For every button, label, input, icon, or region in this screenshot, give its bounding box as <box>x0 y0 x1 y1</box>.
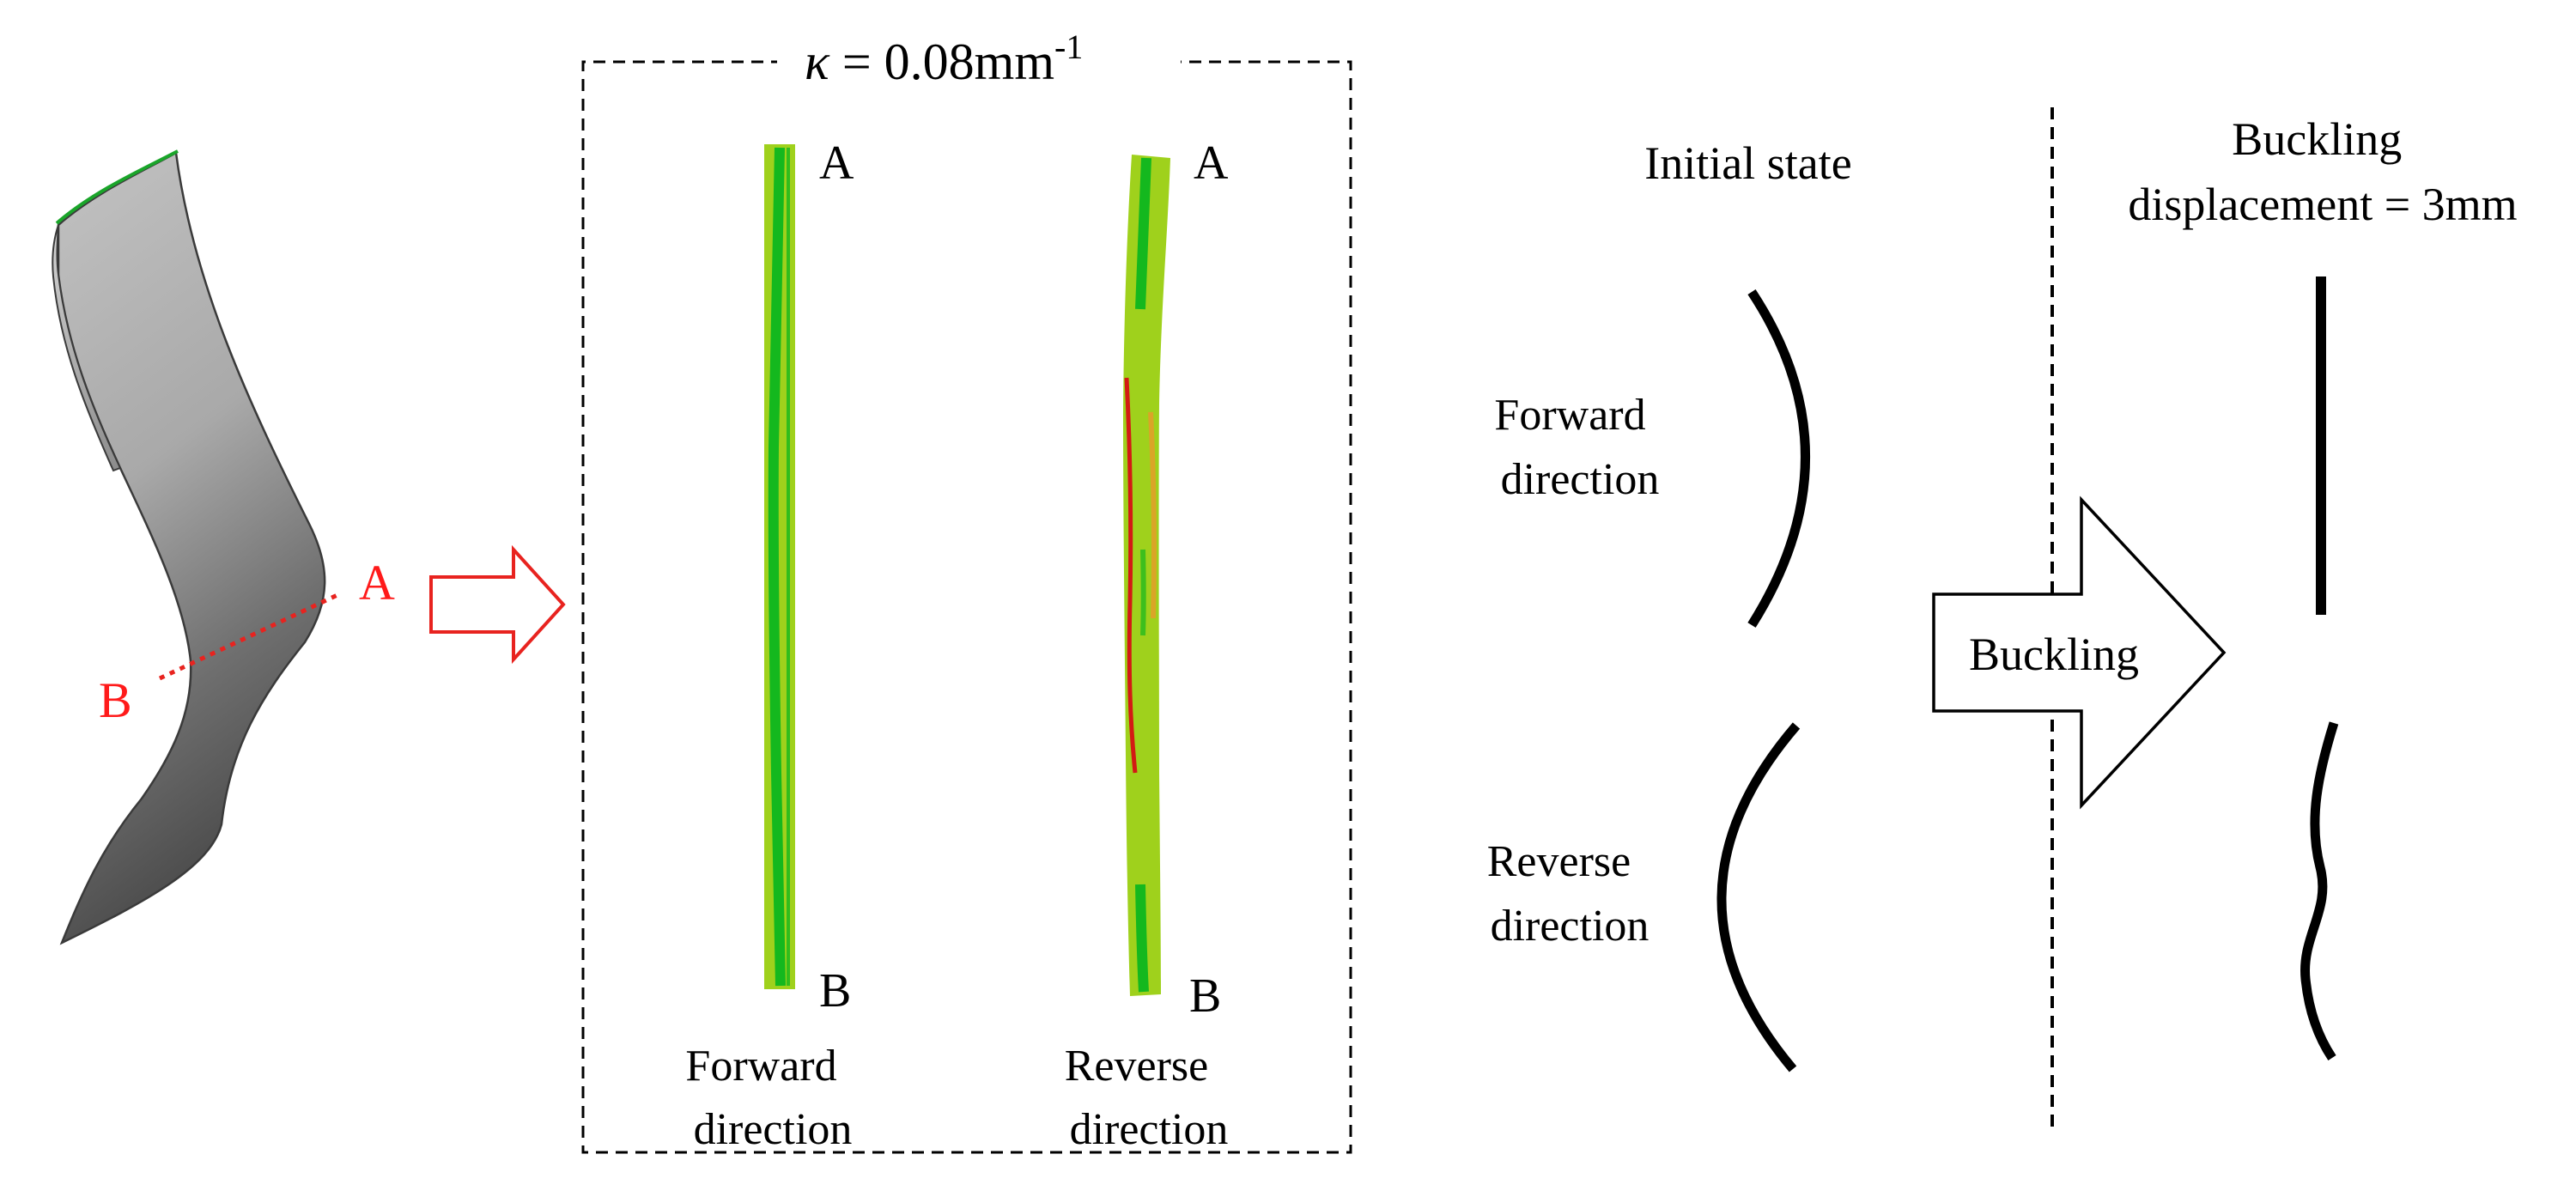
specimen-thickness-edge <box>52 224 122 472</box>
reverse-row-line2: direction <box>1491 902 1649 951</box>
reverse-strip-core-top <box>1135 157 1151 310</box>
specimen-sheet <box>57 151 326 945</box>
forward-strip-core <box>768 147 786 987</box>
forward-caption-line2: direction <box>694 1105 853 1154</box>
forward-label-a: A <box>819 137 854 190</box>
curvature-label: κ = 0.08mm-1 <box>805 27 1083 90</box>
kappa-exponent: -1 <box>1054 27 1083 66</box>
reverse-caption-line2: direction <box>1070 1105 1229 1154</box>
reverse-strip-core-mid <box>1140 549 1146 636</box>
dashed-frame <box>581 60 1352 1154</box>
frame-title-mask <box>777 34 1181 86</box>
forward-row-line1: Forward <box>1494 391 1645 440</box>
forward-row-line2: direction <box>1501 455 1660 504</box>
reverse-strip-core-bottom <box>1135 884 1149 993</box>
buckled-title-line2: displacement = 3mm <box>2128 179 2517 230</box>
reverse-row-label: Reverse direction <box>1487 837 1649 951</box>
buckled-reverse-wavy <box>2300 721 2339 1061</box>
reverse-strip-body <box>1123 155 1170 996</box>
reverse-caption-line1: Reverse <box>1065 1042 1208 1091</box>
forward-caption-line1: Forward <box>685 1042 836 1091</box>
kappa-symbol: κ <box>805 33 830 90</box>
reverse-caption: Reverse direction <box>1065 1042 1229 1154</box>
reverse-strip-red-zone <box>1124 377 1138 774</box>
red-outline-arrow <box>429 544 566 665</box>
specimen-label-b: B <box>99 672 132 728</box>
forward-row-label: Forward direction <box>1494 391 1659 504</box>
specimen-label-a: A <box>359 555 395 611</box>
buckling-schematic: Initial state Buckling displacement = 3m… <box>1487 107 2518 1133</box>
reverse-row-line1: Reverse <box>1487 837 1631 886</box>
initial-state-title: Initial state <box>1644 137 1851 189</box>
reverse-strip-red-zone-2 <box>1148 411 1157 619</box>
forward-section-strip <box>764 144 795 989</box>
forward-label-b: B <box>819 964 851 1018</box>
reverse-label-a: A <box>1194 137 1229 190</box>
cross-section-panel: κ = 0.08mm-1 A B Forward direction A B R… <box>581 27 1352 1154</box>
initial-reverse-arc <box>1716 722 1801 1072</box>
buckling-arrow <box>1932 495 2227 810</box>
reverse-label-b: B <box>1189 969 1221 1023</box>
curved-specimen: A B <box>52 149 566 945</box>
specimen-top-edge <box>55 149 179 225</box>
buckled-title-line1: Buckling <box>2232 113 2402 165</box>
buckled-state-title: Buckling displacement = 3mm <box>2128 113 2517 230</box>
reverse-section-strip <box>1123 155 1170 996</box>
initial-forward-arc <box>1747 289 1810 628</box>
forward-caption: Forward direction <box>685 1042 852 1154</box>
kappa-value: = 0.08mm <box>829 33 1054 90</box>
buckling-arrow-label: Buckling <box>1969 629 2139 680</box>
